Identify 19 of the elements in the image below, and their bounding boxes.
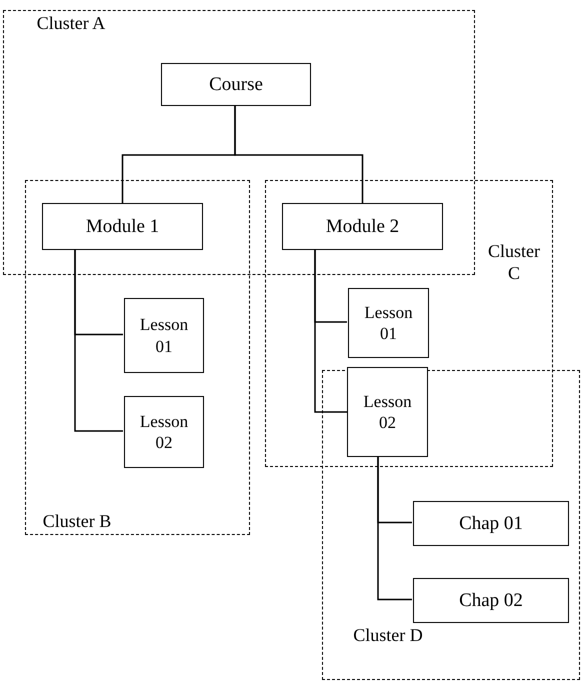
hierarchy-box: Lesson 02 xyxy=(124,396,204,468)
cluster-label: Cluster D xyxy=(352,625,424,647)
connector-line xyxy=(74,250,123,432)
dashed-cluster-frame xyxy=(322,370,580,680)
cluster-label: Cluster B xyxy=(42,511,112,533)
hierarchy-box: Module 2 xyxy=(282,203,443,250)
connector-line xyxy=(314,250,347,413)
hierarchy-box: Lesson 01 xyxy=(124,298,204,373)
hierarchy-box: Module 1 xyxy=(42,203,203,250)
hierarchy-box: Lesson 02 xyxy=(347,367,428,457)
hierarchy-box: Course xyxy=(161,63,311,106)
cluster-label: Cluster C xyxy=(487,241,541,284)
hierarchy-box: Chap 01 xyxy=(413,501,569,546)
hierarchy-box: Lesson 01 xyxy=(348,288,429,358)
hierarchy-box: Chap 02 xyxy=(413,578,569,623)
dashed-cluster-frame xyxy=(25,180,250,535)
connector-line xyxy=(234,105,364,203)
connector-line xyxy=(377,457,412,600)
cluster-label: Cluster A xyxy=(36,13,106,35)
